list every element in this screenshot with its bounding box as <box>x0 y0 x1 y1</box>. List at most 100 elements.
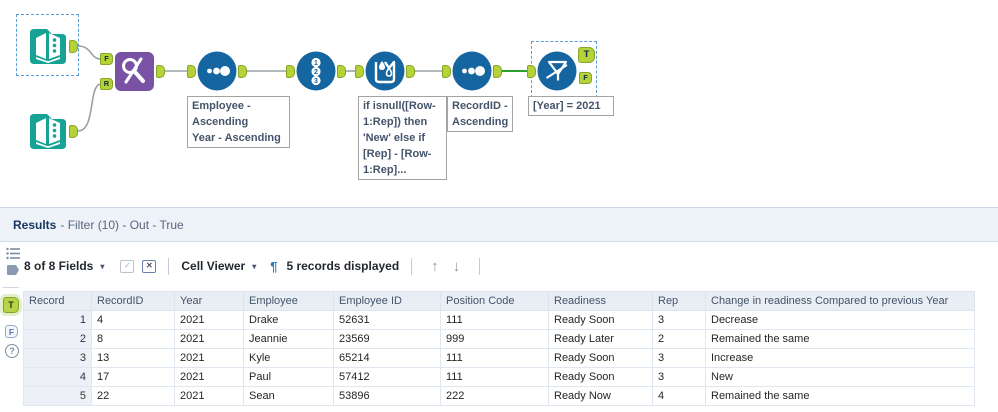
help-icon[interactable]: ? <box>5 344 19 358</box>
find-replace-f-input-anchor[interactable]: F <box>100 53 113 65</box>
table-cell[interactable]: 2021 <box>174 367 244 387</box>
table-cell[interactable]: 111 <box>440 367 549 387</box>
column-header-year[interactable]: Year <box>174 291 244 311</box>
tool-multi-row-formula[interactable] <box>365 51 405 91</box>
column-header-rep[interactable]: Rep <box>652 291 706 311</box>
table-cell[interactable]: Sean <box>243 386 334 406</box>
chevron-down-icon[interactable]: ▾ <box>100 261 105 271</box>
annotation-multi-row-formula[interactable]: if isnull([Row- 1:Rep]) then 'New' else … <box>358 96 447 180</box>
data-view-icon[interactable] <box>6 264 20 276</box>
scroll-up-icon[interactable]: ↑ <box>431 257 439 275</box>
table-cell[interactable]: 57412 <box>333 367 441 387</box>
annotation-sort-1[interactable]: Employee - Ascending Year - Ascending <box>187 96 290 148</box>
table-cell[interactable]: 222 <box>440 386 549 406</box>
sort-2-input-anchor[interactable] <box>442 65 451 78</box>
table-cell[interactable]: 2021 <box>174 386 244 406</box>
column-header-readiness[interactable]: Readiness <box>548 291 653 311</box>
table-cell[interactable]: 23569 <box>333 329 441 349</box>
cell-viewer-dropdown[interactable]: Cell Viewer <box>181 259 246 273</box>
tool-input-data-1[interactable] <box>27 25 69 67</box>
table-cell[interactable]: Ready Soon <box>548 367 653 387</box>
table-cell[interactable]: 17 <box>91 367 175 387</box>
column-header-employee[interactable]: Employee <box>243 291 334 311</box>
column-header-employee-id[interactable]: Employee ID <box>333 291 441 311</box>
filter-input-anchor[interactable] <box>527 65 536 78</box>
input-data-1-output-anchor[interactable] <box>69 40 78 53</box>
table-cell[interactable]: Jeannie <box>243 329 334 349</box>
workflow-canvas[interactable]: F R 1 2 3 <box>0 0 998 207</box>
sort-1-output-anchor[interactable] <box>238 65 247 78</box>
table-cell[interactable]: Increase <box>705 348 975 368</box>
table-cell[interactable]: 4 <box>652 386 706 406</box>
table-cell[interactable]: 13 <box>91 348 175 368</box>
table-cell[interactable]: 2 <box>23 329 92 349</box>
table-cell[interactable]: Paul <box>243 367 334 387</box>
table-cell[interactable]: 53896 <box>333 386 441 406</box>
tool-sort-2[interactable] <box>452 51 492 91</box>
table-cell[interactable]: Ready Soon <box>548 310 653 330</box>
select-all-fields-icon[interactable]: ✓ <box>120 259 135 273</box>
fields-dropdown[interactable]: 8 of 8 Fields <box>24 259 94 273</box>
table-cell[interactable]: 2021 <box>174 329 244 349</box>
table-cell[interactable]: New <box>705 367 975 387</box>
annotation-sort-2[interactable]: RecordID - Ascending <box>447 96 513 132</box>
table-cell[interactable]: Decrease <box>705 310 975 330</box>
column-header-change-in-readiness-compared-to-previous-year[interactable]: Change in readiness Compared to previous… <box>705 291 975 311</box>
record-id-output-anchor[interactable] <box>337 65 346 78</box>
chevron-down-icon[interactable]: ▾ <box>252 261 257 271</box>
table-cell[interactable]: Kyle <box>243 348 334 368</box>
table-cell[interactable]: Remained the same <box>705 386 975 406</box>
sort-1-input-anchor[interactable] <box>187 65 196 78</box>
tool-filter[interactable] <box>537 51 577 91</box>
multi-row-formula-output-anchor[interactable] <box>406 65 415 78</box>
table-cell[interactable]: Ready Now <box>548 386 653 406</box>
table-cell[interactable]: 2021 <box>174 348 244 368</box>
table-cell[interactable]: 999 <box>440 329 549 349</box>
sort-2-output-anchor[interactable] <box>493 65 502 78</box>
input-data-2-output-anchor[interactable] <box>69 125 78 138</box>
table-cell[interactable]: 3 <box>652 367 706 387</box>
table-cell[interactable]: Drake <box>243 310 334 330</box>
table-cell[interactable]: 1 <box>23 310 92 330</box>
tool-record-id[interactable]: 1 2 3 <box>296 51 336 91</box>
table-cell[interactable]: 3 <box>23 348 92 368</box>
find-replace-output-anchor[interactable] <box>156 65 165 78</box>
deselect-fields-icon[interactable]: ✕ <box>142 259 157 273</box>
table-cell[interactable]: Ready Later <box>548 329 653 349</box>
table-cell[interactable]: 111 <box>440 348 549 368</box>
sidebar-false-anchor-button[interactable]: F <box>5 325 18 338</box>
tool-sort-1[interactable] <box>197 51 237 91</box>
tool-find-replace[interactable] <box>114 51 155 92</box>
table-cell[interactable]: 4 <box>23 367 92 387</box>
filter-true-output-anchor[interactable]: T <box>578 47 595 63</box>
table-cell[interactable]: 111 <box>440 310 549 330</box>
record-id-input-anchor[interactable] <box>286 65 295 78</box>
table-cell[interactable]: 52631 <box>333 310 441 330</box>
table-cell[interactable]: Ready Soon <box>548 348 653 368</box>
annotation-filter[interactable]: [Year] = 2021 <box>528 96 614 116</box>
multi-row-formula-input-anchor[interactable] <box>355 65 364 78</box>
table-cell[interactable]: 3 <box>652 348 706 368</box>
table-cell[interactable]: Remained the same <box>705 329 975 349</box>
metadata-list-icon[interactable] <box>6 247 21 260</box>
table-cell[interactable]: 65214 <box>333 348 441 368</box>
table-cell[interactable]: 2 <box>652 329 706 349</box>
table-cell[interactable]: 22 <box>91 386 175 406</box>
whitespace-toggle-icon[interactable]: ¶ <box>270 258 278 274</box>
table-cell[interactable]: 4 <box>91 310 175 330</box>
column-header-position-code[interactable]: Position Code <box>440 291 549 311</box>
table-cell[interactable]: 5 <box>23 386 92 406</box>
filter-false-output-anchor[interactable]: F <box>579 72 592 84</box>
column-header-record[interactable]: Record <box>23 291 92 311</box>
tool-input-data-2[interactable] <box>27 110 69 152</box>
table-cell[interactable]: 3 <box>652 310 706 330</box>
table-cell[interactable]: 8 <box>91 329 175 349</box>
column-header-recordid[interactable]: RecordID <box>91 291 175 311</box>
table-cell[interactable]: 2021 <box>174 310 244 330</box>
